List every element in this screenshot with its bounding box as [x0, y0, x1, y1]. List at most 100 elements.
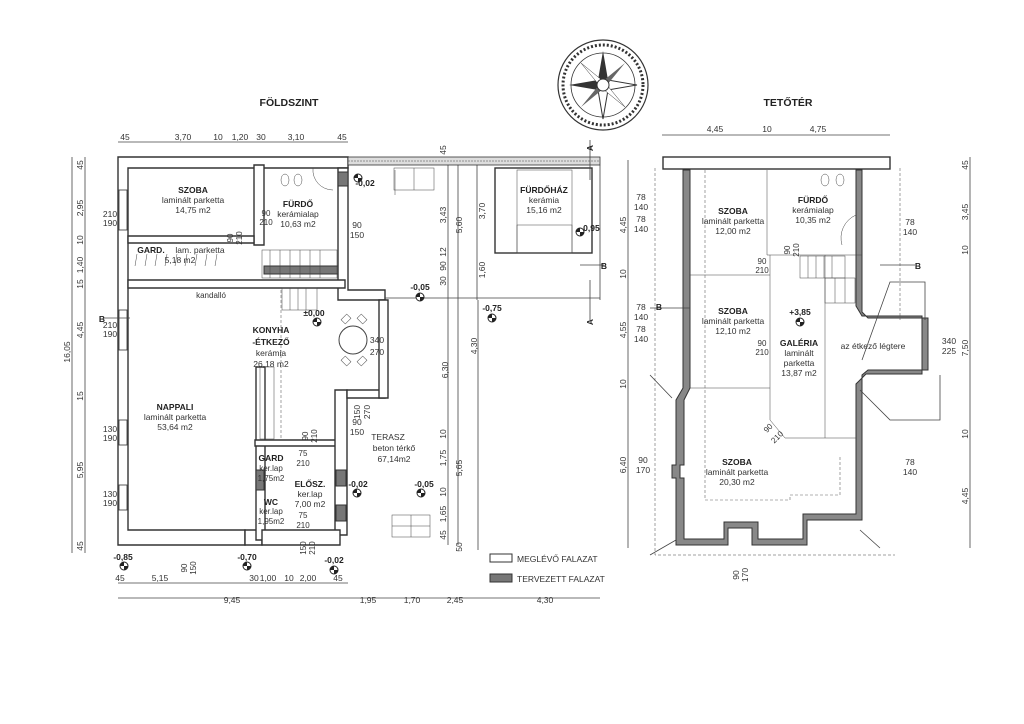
dimension: 12 — [438, 247, 448, 257]
level-marker-icon — [352, 488, 362, 498]
dimension-total: 16,05 — [62, 341, 72, 363]
dimension: 4,75 — [810, 124, 827, 134]
dimension: 4,45 — [960, 487, 970, 504]
room-finish: beton térkő — [373, 443, 416, 453]
dimension: 10 — [618, 269, 628, 279]
level-mark: ±0,00 — [303, 308, 324, 318]
room-finish: laminált parketta — [706, 467, 769, 477]
stairs-top — [799, 255, 856, 304]
opening-width: 90 — [226, 233, 235, 242]
legend-existing-wall-swatch — [489, 553, 513, 563]
opening-width: 90 — [758, 339, 767, 348]
opening-width: 90 — [262, 209, 271, 218]
level-marker-icon — [312, 317, 322, 327]
level-marker-icon — [415, 292, 425, 302]
opening-height: 225 — [942, 346, 956, 356]
opening-width: 90 — [180, 563, 189, 572]
room-finish: kerámia — [529, 195, 560, 205]
opening-height: 190 — [103, 329, 117, 339]
room-name: SZOBA — [718, 306, 748, 316]
opening-height: 210 — [755, 348, 769, 357]
opening-width: 90 — [352, 417, 362, 427]
opening-height: 270 — [370, 347, 384, 357]
opening-height: 190 — [103, 498, 117, 508]
level-mark: -0,05 — [414, 479, 434, 489]
dimension: 1,20 — [232, 132, 249, 142]
dimension: 50 — [454, 542, 464, 552]
room-finish: kerámialap — [792, 205, 834, 215]
ground-floor-plan — [71, 140, 604, 599]
opening-height: 140 — [903, 467, 917, 477]
void-label: az étkező légtere — [841, 341, 906, 351]
dimension: 5,15 — [152, 573, 169, 583]
opening-height: 170 — [636, 465, 650, 475]
opening-width: 78 — [636, 302, 646, 312]
room-area: 13,87 m2 — [781, 368, 817, 378]
room-finish: ker.lap — [259, 464, 283, 473]
level-marker-icon — [795, 317, 805, 327]
opening-height: 210 — [235, 231, 244, 245]
dimension: 3,10 — [288, 132, 305, 142]
dimension: 7,50 — [960, 339, 970, 356]
fireplace-label: kandalló — [196, 291, 226, 300]
room-name: GALÉRIA — [780, 338, 818, 348]
dimension: 10 — [438, 487, 448, 497]
dimension: 30 — [438, 276, 448, 286]
level-mark: -0,85 — [113, 552, 133, 562]
room-finish: laminált parketta — [702, 216, 765, 226]
dimension: 10 — [762, 124, 772, 134]
level-mark: -0,02 — [355, 178, 375, 188]
dimension: 1,70 — [404, 595, 421, 605]
room-finish: parketta — [784, 358, 815, 368]
dimension: 1,95 — [360, 595, 377, 605]
dimension: 4,45 — [618, 216, 628, 233]
dimension: 45 — [438, 145, 448, 155]
opening-height: 210 — [296, 521, 310, 530]
room-area: 1,75m2 — [258, 474, 285, 483]
dimension: 9,45 — [224, 595, 241, 605]
room-finish: laminált parketta — [144, 412, 207, 422]
legend — [489, 553, 513, 583]
room-name: GARD — [258, 453, 283, 463]
dimension: 10 — [213, 132, 223, 142]
dimension: 5,65 — [454, 459, 464, 476]
level-mark: -0,02 — [324, 555, 344, 565]
opening-height: 210 — [755, 266, 769, 275]
top-floor-title: TETŐTÉR — [764, 96, 813, 109]
opening-height: 270 — [362, 405, 372, 419]
dimension: 10 — [960, 245, 970, 255]
dimension: 5,95 — [75, 461, 85, 478]
opening-width: 78 — [905, 457, 915, 467]
opening-width: 340 — [370, 335, 384, 345]
opening-width: 78 — [636, 214, 646, 224]
dimension: 1,75 — [438, 449, 448, 466]
opening-height: 150 — [189, 561, 198, 575]
room-name: SZOBA — [718, 206, 748, 216]
dimension: 1,00 — [260, 573, 277, 583]
opening-height: 140 — [634, 202, 648, 212]
opening-width: 78 — [905, 217, 915, 227]
level-marker-icon — [416, 488, 426, 498]
opening-width: 340 — [942, 336, 956, 346]
level-mark: -0,70 — [237, 552, 257, 562]
room-name: SZOBA — [722, 457, 752, 467]
room-name: WC — [264, 497, 278, 507]
room-finish: ker.lap — [259, 507, 283, 516]
dimension: 6,40 — [618, 456, 628, 473]
opening-width: 90 — [783, 245, 792, 254]
room-area: 10,35 m2 — [795, 215, 831, 225]
opening-height: 140 — [634, 224, 648, 234]
opening-height: 210 — [769, 429, 785, 445]
room-name: ELŐSZ. — [295, 478, 326, 489]
room-name: SZOBA — [178, 185, 208, 195]
level-mark: -0,02 — [348, 479, 368, 489]
level-marker-icon — [119, 561, 129, 571]
level-mark: -0,05 — [410, 282, 430, 292]
room-finish: laminált parketta — [162, 195, 225, 205]
room-finish: kerámialap — [277, 209, 319, 219]
dimension: 45 — [115, 573, 125, 583]
dimension: 2,95 — [75, 199, 85, 216]
compass-rose-icon — [557, 39, 649, 131]
dimension: 1,40 — [75, 256, 85, 273]
